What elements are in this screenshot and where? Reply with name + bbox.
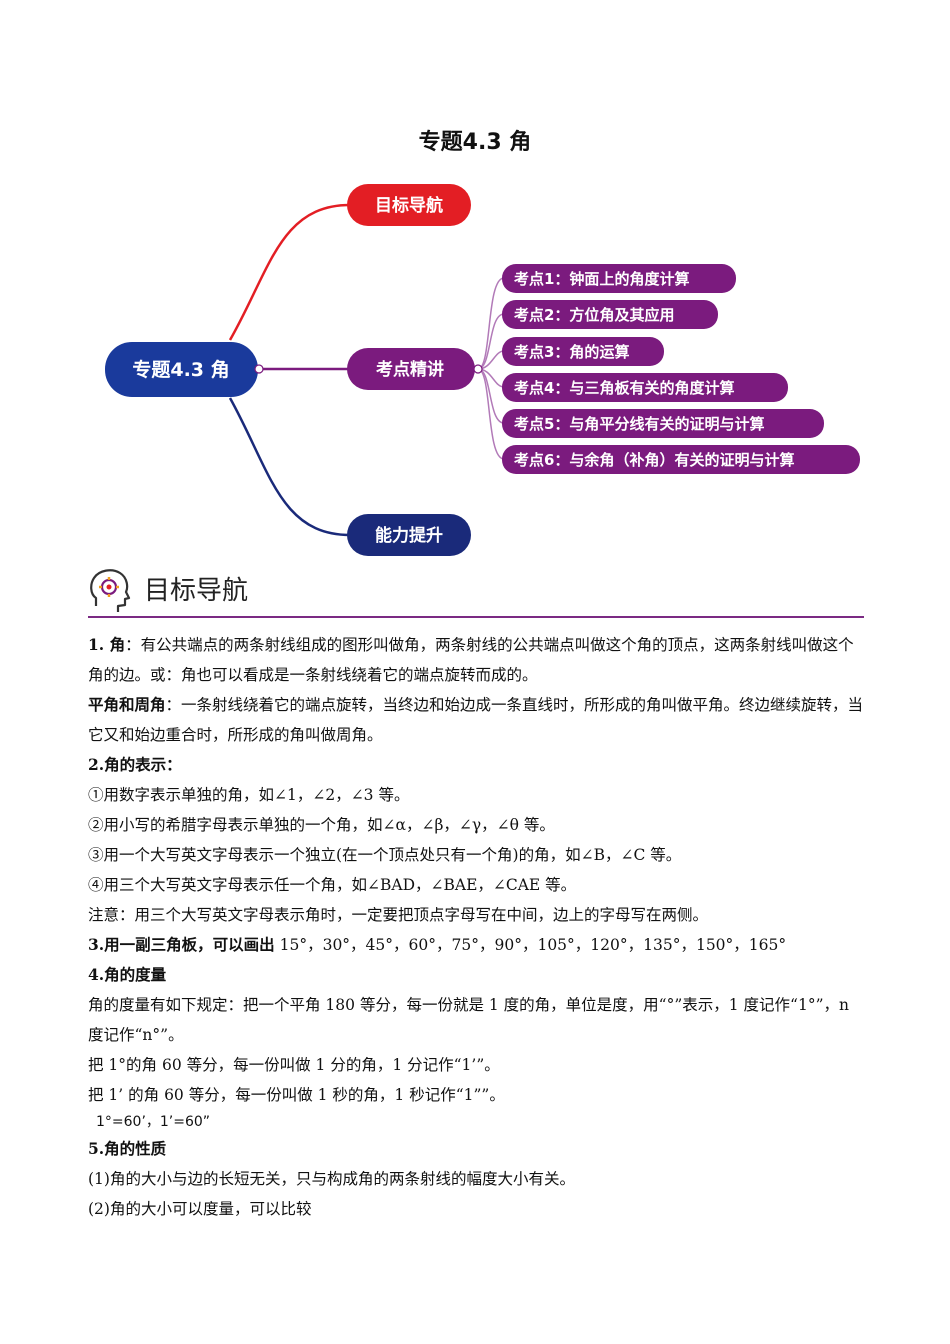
point-node-1[interactable] bbox=[502, 264, 736, 293]
text-angle: ：有公共端点的两条射线组成的图形叫做角，两条射线的公共端点叫做这个角的顶点，这两… bbox=[88, 636, 854, 684]
point-node-3[interactable] bbox=[502, 337, 664, 366]
term-straight-full: 平角和周角 bbox=[88, 695, 166, 714]
text-straight-full: ：一条射线绕着它的端点旋转，当终边和始边成一条直线时，所形成的角叫做平角。终边继… bbox=[88, 696, 864, 744]
point-label-2: 考点2：方位角及其应用 bbox=[514, 306, 674, 324]
point-node-2[interactable] bbox=[502, 300, 718, 329]
term-set-square: 3.用一副三角板，可以画出 bbox=[88, 935, 275, 954]
page-title: 专题4.3 角 bbox=[418, 130, 532, 155]
formula: 1°=60’，1’=60” bbox=[96, 1114, 211, 1130]
paragraph-set-square: 3.用一副三角板，可以画出 15°，30°，45°，60°，75°，90°，10… bbox=[88, 930, 868, 960]
text-set-square: 15°，30°，45°，60°，75°，90°，105°，120°，135°，1… bbox=[274, 936, 787, 954]
section-divider bbox=[88, 616, 864, 618]
paragraph-angle-definition: 1. 角：有公共端点的两条射线组成的图形叫做角，两条射线的公共端点叫做这个角的顶… bbox=[88, 630, 868, 690]
heading-properties: 5.角的性质 bbox=[88, 1139, 167, 1158]
list-item: ①用数字表示单独的角，如∠1，∠2，∠3 等。 bbox=[88, 786, 410, 804]
list-item: ③用一个大写英文字母表示一个独立(在一个顶点处只有一个角)的角，如∠B，∠C 等… bbox=[88, 846, 682, 864]
root-node[interactable] bbox=[105, 342, 258, 397]
section-header: 目标导航 bbox=[88, 566, 864, 618]
point-label-4: 考点4：与三角板有关的角度计算 bbox=[514, 379, 734, 397]
heading-measure: 4.角的度量 bbox=[88, 965, 167, 984]
mind-map: 专题4.3 角 目标导航 考点精讲 能力提升 考点1：钟面上的角度计算 考点2：… bbox=[105, 184, 860, 556]
connector-target bbox=[228, 203, 351, 341]
branch-ability[interactable] bbox=[347, 514, 471, 556]
heading-representation: 2.角的表示： bbox=[88, 755, 182, 774]
note: 注意：用三个大写英文字母表示角时，一定要把顶点字母写在中间，边上的字母写在两侧。 bbox=[88, 906, 709, 924]
paragraph-minute: 把 1°的角 60 等分，每一份叫做 1 分的角，1 分记作“1’”。 bbox=[88, 1056, 500, 1074]
point-label-6: 考点6：与余角（补角）有关的证明与计算 bbox=[514, 451, 794, 469]
collapse-toggle[interactable] bbox=[473, 364, 483, 374]
point-label-5: 考点5：与角平分线有关的证明与计算 bbox=[514, 415, 764, 433]
root-label: 专题4.3 角 bbox=[132, 358, 229, 381]
point-label-1: 考点1：钟面上的角度计算 bbox=[514, 270, 689, 288]
content-body: 1. 角：有公共端点的两条射线组成的图形叫做角，两条射线的公共端点叫做这个角的顶… bbox=[88, 630, 868, 1224]
section-heading: 目标导航 bbox=[144, 576, 249, 606]
paragraph-measure: 角的度量有如下规定：把一个平角 180 等分，每一份就是 1 度的角，单位是度，… bbox=[88, 996, 849, 1044]
list-item: ④用三个大写英文字母表示任一个角，如∠BAD，∠BAE，∠CAE 等。 bbox=[88, 876, 577, 894]
head-gear-icon bbox=[90, 569, 131, 612]
paragraph-property-2: (2)角的大小可以度量，可以比较 bbox=[88, 1200, 312, 1218]
branch-target[interactable] bbox=[347, 184, 471, 226]
paragraph-property-1: (1)角的大小与边的长短无关，只与构成角的两条射线的幅度大小有关。 bbox=[88, 1170, 575, 1188]
point-node-6[interactable] bbox=[502, 445, 860, 474]
paragraph-second: 把 1’ 的角 60 等分，每一份叫做 1 秒的角，1 秒记作“1””。 bbox=[88, 1086, 505, 1104]
branch-points[interactable] bbox=[347, 348, 475, 390]
paragraph-straight-full-angle: 平角和周角：一条射线绕着它的端点旋转，当终边和始边成一条直线时，所形成的角叫做平… bbox=[88, 690, 868, 750]
point-node-4[interactable] bbox=[502, 373, 788, 402]
list-item: ②用小写的希腊字母表示单独的一个角，如∠α，∠β，∠γ，∠θ 等。 bbox=[88, 816, 555, 834]
connector-ability bbox=[228, 397, 351, 537]
term-angle: 1. 角 bbox=[88, 635, 126, 654]
branch-target-label: 目标导航 bbox=[375, 195, 443, 216]
branch-ability-label: 能力提升 bbox=[375, 525, 443, 546]
branch-points-label: 考点精讲 bbox=[375, 359, 444, 380]
point-label-3: 考点3：角的运算 bbox=[514, 343, 629, 361]
collapse-toggle[interactable] bbox=[254, 364, 264, 374]
point-node-5[interactable] bbox=[502, 409, 824, 438]
